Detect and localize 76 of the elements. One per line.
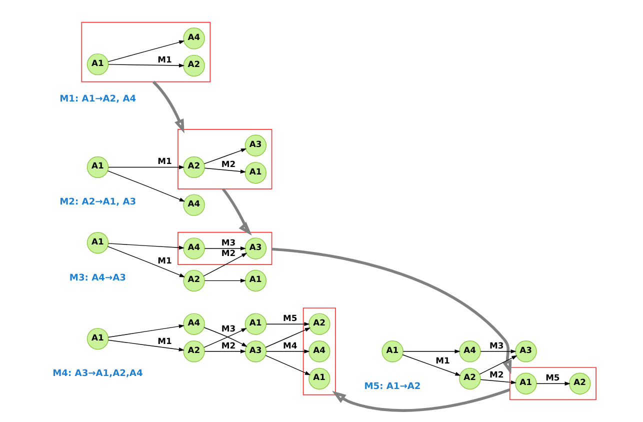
label: M2: A2→A1, A3 bbox=[60, 198, 136, 208]
label: M5: A1→A2 bbox=[364, 382, 421, 392]
edge-label: M2 bbox=[221, 158, 236, 169]
edge-label: M1 bbox=[158, 256, 172, 266]
arrow bbox=[108, 165, 185, 170]
node-circle: A2 bbox=[459, 368, 481, 390]
arrow bbox=[107, 170, 186, 202]
node-circle: A1 bbox=[244, 270, 267, 292]
node-circle: A2 bbox=[308, 313, 330, 335]
node-circle: A4 bbox=[308, 340, 330, 362]
arrow bbox=[204, 278, 246, 283]
label: M1: A1→A2, A4 bbox=[60, 94, 136, 105]
edge-label: M1 bbox=[158, 54, 172, 65]
arrow bbox=[204, 349, 246, 354]
arrow bbox=[108, 40, 185, 62]
node-circle: A2 bbox=[183, 270, 205, 292]
arrow bbox=[265, 355, 311, 376]
arrow bbox=[222, 188, 252, 236]
cluster bbox=[81, 22, 211, 82]
arrow bbox=[204, 148, 247, 164]
arrow bbox=[203, 252, 248, 276]
node-circle: A3 bbox=[244, 134, 267, 156]
arrow bbox=[266, 349, 310, 354]
arrow bbox=[108, 340, 185, 352]
arrow bbox=[108, 324, 185, 338]
edge-label: M1 bbox=[436, 356, 450, 366]
node-circle: A2 bbox=[183, 54, 205, 77]
label: M4: A3→A1,A2,A4 bbox=[52, 369, 143, 380]
node-circle: A4 bbox=[183, 313, 205, 335]
arrow bbox=[266, 322, 310, 326]
node-circle: A1 bbox=[515, 372, 537, 394]
node-circle: A1 bbox=[244, 313, 267, 335]
edge-label: M3 bbox=[221, 324, 236, 334]
arrow bbox=[108, 64, 185, 68]
node-circle: A3 bbox=[244, 238, 267, 260]
arrow bbox=[107, 246, 186, 278]
arrow bbox=[480, 379, 517, 384]
edge-label: M1 bbox=[158, 156, 172, 166]
edge-label: M3 bbox=[490, 340, 504, 350]
node-circle: A2 bbox=[183, 156, 205, 178]
edge-label: M4 bbox=[282, 340, 298, 350]
node-circle: A3 bbox=[244, 340, 267, 362]
arrow bbox=[265, 328, 311, 348]
arrow bbox=[332, 388, 510, 412]
edge-label: M5 bbox=[546, 372, 560, 383]
node-circle: A1 bbox=[308, 368, 330, 390]
edge-label: M3 bbox=[221, 237, 236, 248]
node-circle: A1 bbox=[382, 340, 404, 362]
arrow bbox=[152, 80, 184, 134]
node-circle: A4 bbox=[183, 28, 205, 50]
edge-label: M2 bbox=[221, 248, 236, 258]
label: M3: A4→A3 bbox=[69, 273, 126, 284]
node-circle: A4 bbox=[183, 194, 205, 216]
arrow bbox=[402, 354, 461, 376]
arrow bbox=[272, 248, 512, 374]
node-circle: A3 bbox=[515, 340, 537, 362]
arrow bbox=[536, 382, 570, 386]
edge-label: M1 bbox=[158, 336, 172, 346]
arrow bbox=[204, 168, 246, 174]
edge-label: M2 bbox=[221, 340, 236, 350]
edge-label: M5 bbox=[282, 313, 298, 324]
arrow bbox=[108, 243, 185, 250]
node-circle: A4 bbox=[459, 340, 481, 362]
node-circle: A1 bbox=[86, 156, 109, 178]
node-circle: A1 bbox=[244, 162, 267, 184]
arrow bbox=[480, 349, 516, 354]
node-circle: A1 bbox=[86, 53, 109, 76]
node-circle: A2 bbox=[183, 340, 205, 362]
arrow bbox=[479, 355, 518, 375]
node-circle: A4 bbox=[183, 238, 205, 260]
arrow bbox=[204, 246, 246, 250]
edge-label: M2 bbox=[490, 370, 504, 380]
node-circle: A1 bbox=[86, 328, 109, 350]
node-circle: A2 bbox=[569, 372, 591, 394]
node-circle: A1 bbox=[86, 232, 109, 254]
arrow bbox=[402, 349, 460, 354]
